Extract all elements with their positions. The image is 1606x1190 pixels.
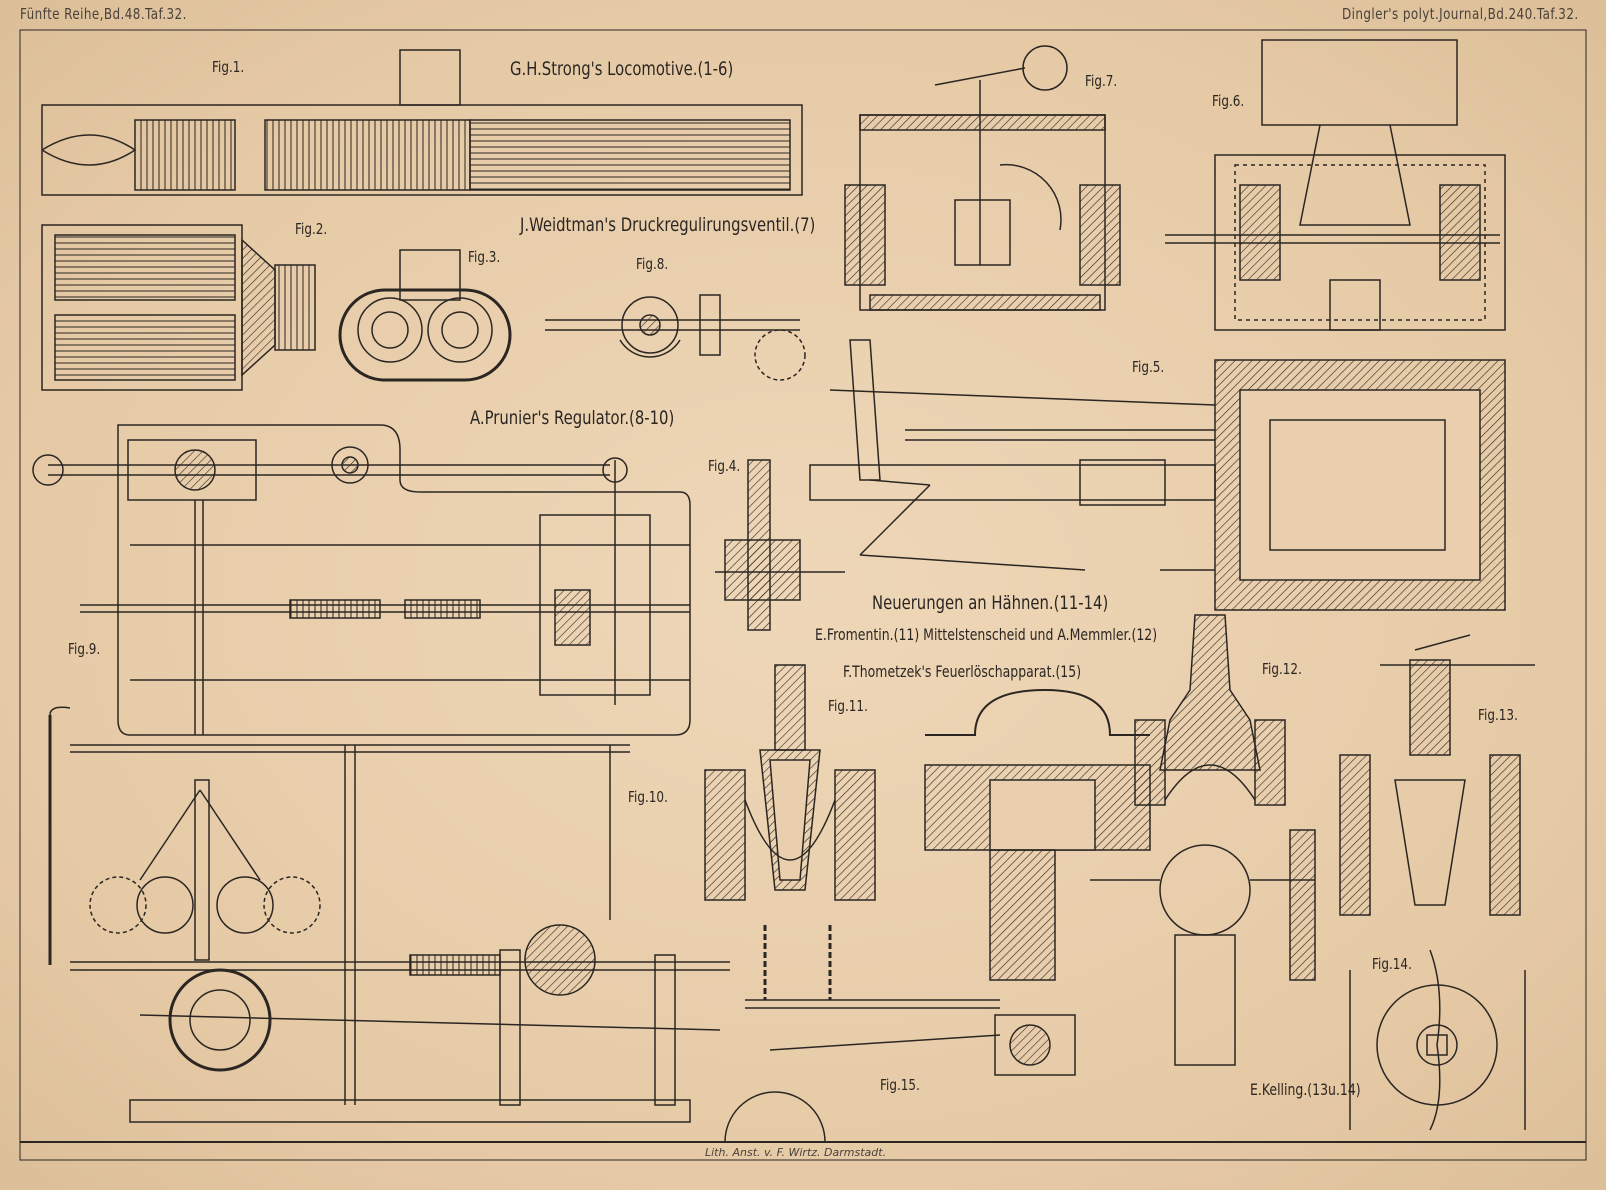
fig-label-10: Fig.10. — [628, 788, 668, 806]
fig1-drawing — [41, 49, 803, 196]
fig11-drawing — [704, 664, 876, 901]
fig-label-3: Fig.3. — [468, 248, 501, 266]
fig3-drawing — [338, 249, 512, 382]
fig7-drawing — [844, 45, 1121, 311]
title-thometzek: F.Thometzek's Feuerlöschapparat.(15) — [843, 662, 1082, 681]
fig14-drawing — [1349, 949, 1526, 1131]
fig13-drawing — [1339, 634, 1535, 916]
fig-label-6: Fig.6. — [1212, 92, 1245, 110]
lithographer-imprint: Lith. Anst. v. F. Wirtz. Darmstadt. — [705, 1146, 887, 1159]
title-prunier: A.Prunier's Regulator.(8-10) — [470, 407, 675, 429]
fig-label-1: Fig.1. — [212, 58, 245, 76]
title-neuerungen: Neuerungen an Hähnen.(11-14) — [872, 592, 1109, 614]
header-left: Fünfte Reihe,Bd.48.Taf.32. — [20, 5, 187, 23]
fig10-drawing — [48, 706, 730, 1123]
fig-label-5: Fig.5. — [1132, 358, 1165, 376]
title-weidtman: J.Weidtman's Druckregulirungsventil.(7) — [520, 214, 816, 236]
fig15-drawing — [724, 688, 1316, 1143]
fig2-drawing — [41, 224, 316, 391]
fig5-drawing — [809, 339, 1506, 611]
fig6-drawing — [1165, 39, 1506, 331]
fig-label-7: Fig.7. — [1085, 72, 1118, 90]
title-kelling: E.Kelling.(13u.14) — [1250, 1080, 1361, 1099]
fig-label-11: Fig.11. — [828, 697, 868, 715]
fig-label-13: Fig.13. — [1478, 706, 1518, 724]
fig-label-4: Fig.4. — [708, 457, 741, 475]
fig-label-15: Fig.15. — [880, 1076, 920, 1094]
fig-label-2: Fig.2. — [295, 220, 328, 238]
title-fromentin: E.Fromentin.(11) Mittelstenscheid und A.… — [815, 625, 1158, 644]
fig4-drawing — [715, 459, 845, 631]
header-right: Dingler's polyt.Journal,Bd.240.Taf.32. — [1342, 5, 1579, 23]
fig12-drawing — [1134, 614, 1286, 806]
fig-label-14: Fig.14. — [1372, 955, 1412, 973]
fig-label-9: Fig.9. — [68, 640, 101, 658]
fig9-drawing — [32, 424, 691, 736]
fig8-drawing — [545, 294, 806, 381]
fig-label-8: Fig.8. — [636, 255, 669, 273]
fig-label-12: Fig.12. — [1262, 660, 1302, 678]
title-strong: G.H.Strong's Locomotive.(1-6) — [510, 58, 734, 80]
